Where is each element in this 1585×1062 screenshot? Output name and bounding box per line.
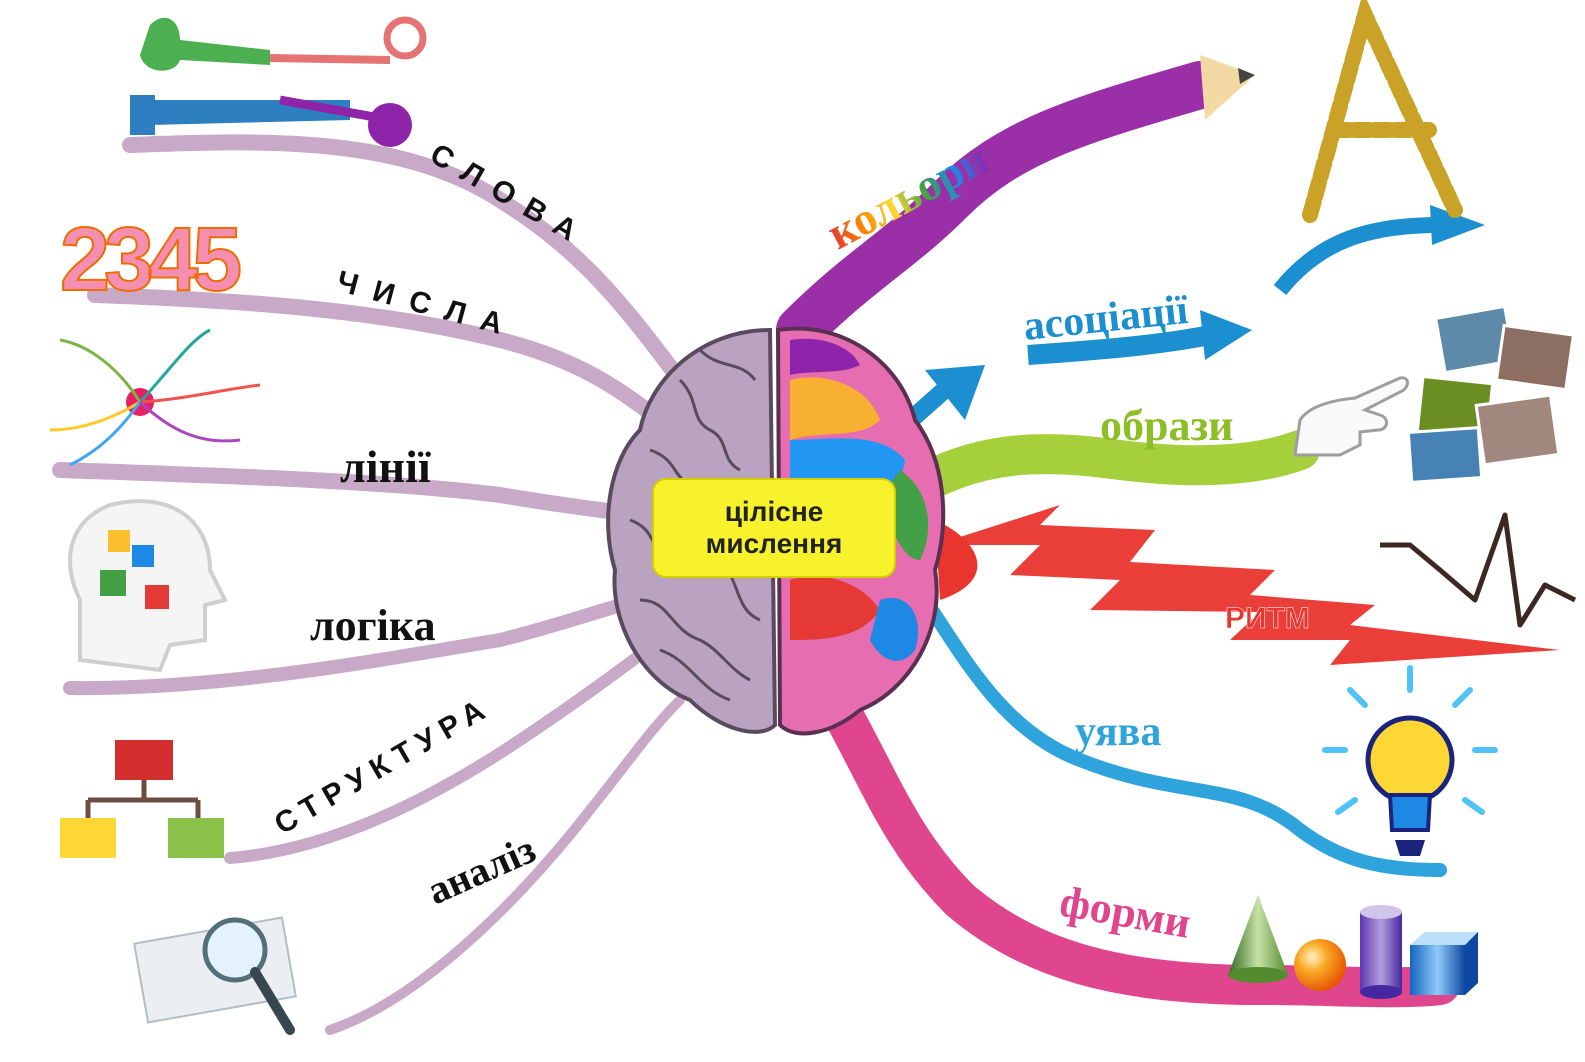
label-chysla: ЧИСЛА xyxy=(333,265,521,345)
label-logika: логіка xyxy=(310,601,436,650)
branch-kolory xyxy=(776,61,1224,354)
arrow-mid xyxy=(1027,325,1212,365)
label-uiava: уява xyxy=(1075,709,1161,755)
head-puzzle-icon xyxy=(68,499,228,673)
pencil-lead xyxy=(1238,68,1255,84)
arrow-small-head xyxy=(925,365,985,420)
branch-uiava xyxy=(918,593,1447,877)
mindmap-icon xyxy=(49,328,261,467)
label-slova: СЛОВА xyxy=(425,137,595,254)
branch-analiz xyxy=(325,695,685,1035)
arrow-top xyxy=(1273,217,1441,296)
magnifier-icon xyxy=(133,916,297,1035)
label-linii: лінії xyxy=(340,441,431,492)
brain-right-color-lobes xyxy=(790,338,929,661)
label-formy: форми xyxy=(1056,877,1194,948)
key-icon xyxy=(130,16,427,147)
arrow-mid-head xyxy=(1200,310,1252,360)
chain-letter-icon xyxy=(1302,0,1463,223)
center-line-1: цілісне xyxy=(724,495,824,527)
branch-formy xyxy=(815,680,1460,1008)
branch-obrazy xyxy=(910,430,1320,500)
photos-icon xyxy=(1406,304,1576,484)
pencil-tip xyxy=(1200,55,1255,120)
left-branches xyxy=(52,134,688,1035)
branch-slova xyxy=(122,134,688,388)
branch-linii xyxy=(52,462,648,523)
branch-struktura xyxy=(224,634,666,864)
branch-rytm-body xyxy=(935,520,978,600)
branch-chysla xyxy=(87,287,668,428)
pointing-hand-icon xyxy=(1293,376,1409,457)
label-obrazy: образи xyxy=(1100,401,1234,450)
center-node: цілісне мислення xyxy=(652,478,896,578)
arrow-top-head xyxy=(1430,205,1485,245)
center-line-2: мислення xyxy=(705,528,843,559)
branch-rytm xyxy=(935,505,1560,665)
org-chart-icon xyxy=(60,740,224,858)
lightbulb-icon xyxy=(1322,665,1498,856)
asotsiatsii-arrows xyxy=(899,205,1485,432)
numbers-icon: 2345 xyxy=(60,210,240,310)
heartbeat-icon xyxy=(1380,512,1577,628)
branch-logika xyxy=(63,593,647,696)
label-rytm: РИТМ xyxy=(1225,602,1310,635)
label-analiz: аналіз xyxy=(420,826,542,913)
shapes-icon xyxy=(1228,895,1478,999)
